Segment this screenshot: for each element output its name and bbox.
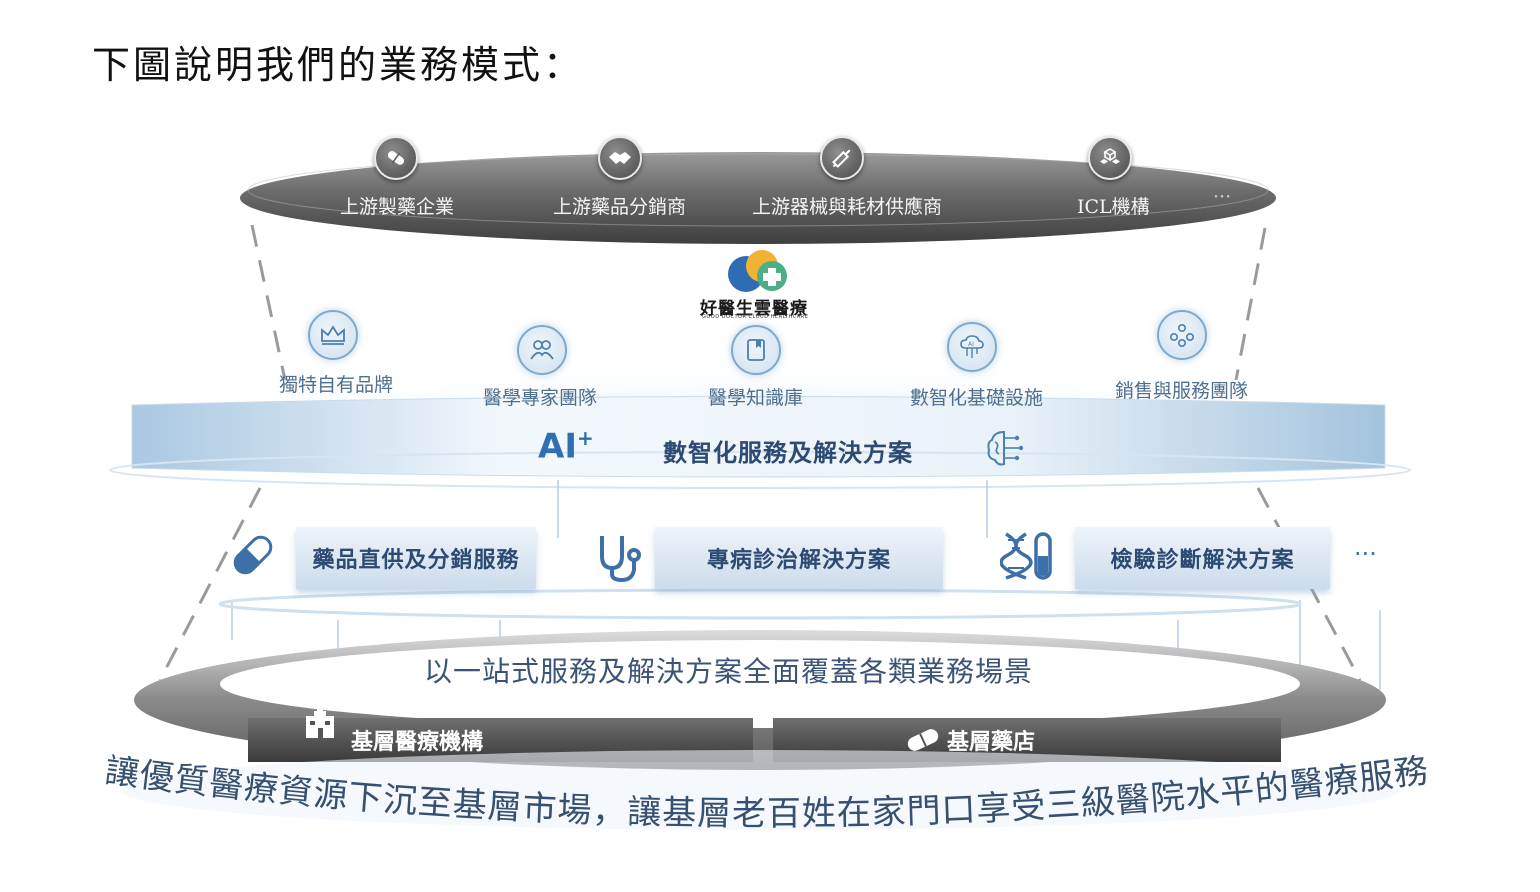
service-box: 專病診治解決方案 xyxy=(655,527,943,589)
scene-text: 以一站式服務及解決方案全面覆蓋各類業務場景 xyxy=(424,655,1034,688)
capability-label: 數智化基礎設施 xyxy=(910,387,1044,409)
capsule-icon xyxy=(374,136,418,180)
syringe-icon xyxy=(820,136,864,180)
company-logo-name: 好醫生雲醫療 xyxy=(700,299,808,319)
upstream-item-label: 上游器械與耗材供應商 xyxy=(752,196,943,218)
svg-text:讓優質醫療資源下沉至基層市場，讓基層老百姓在家門口享受三級醫: 讓優質醫療資源下沉至基層市場，讓基層老百姓在家門口享受三級醫院水平的醫療服務 xyxy=(103,751,1431,834)
capability-label: 銷售與服務團隊 xyxy=(1115,380,1249,402)
book-icon xyxy=(731,325,781,375)
svg-text:AI: AI xyxy=(968,341,974,348)
company-logo-subtitle: GOOD DOCTOR CLOUD HEALTHCARE xyxy=(702,314,809,320)
pharmacies-label: 基層藥店 xyxy=(947,729,1036,755)
pill-white-icon xyxy=(905,726,941,758)
dna-test-tube-icon xyxy=(999,530,1058,586)
service-box: 檢驗診斷解決方案 xyxy=(1075,527,1330,589)
service-box: 藥品直供及分銷服務 xyxy=(296,527,536,589)
services-more: ··· xyxy=(1354,540,1377,568)
page-title: 下圖說明我們的業務模式： xyxy=(92,43,585,87)
ai-band-shape xyxy=(131,396,1386,478)
capability-label: 醫學知識庫 xyxy=(708,387,804,409)
crown-icon xyxy=(308,310,358,360)
ai-cloud-icon: AI xyxy=(947,322,997,372)
slogan: 讓優質醫療資源下沉至基層市場，讓基層老百姓在家門口享受三級醫院水平的醫療服務 xyxy=(103,751,1431,834)
ai-plus-mark: AI+ xyxy=(538,426,594,467)
brain-circuit-icon xyxy=(984,426,1028,474)
capability-label: 醫學專家團隊 xyxy=(483,387,598,409)
upstream-more: ··· xyxy=(1213,186,1232,208)
pill-icon xyxy=(230,530,276,584)
cubes-icon xyxy=(1088,136,1132,180)
capability-label: 獨特自有品牌 xyxy=(279,374,394,396)
ai-band-label: 數智化服務及解決方案 xyxy=(663,438,913,467)
upstream-item-label: 上游藥品分銷商 xyxy=(553,196,687,218)
hospital-icon xyxy=(302,706,338,746)
institutions-label: 基層醫療機構 xyxy=(351,729,484,755)
stethoscope-icon xyxy=(592,530,644,588)
people-network-icon xyxy=(1157,310,1207,360)
handshake-icon xyxy=(598,136,642,180)
upstream-item-label: 上游製藥企業 xyxy=(340,196,455,218)
team-icon xyxy=(517,325,567,375)
upstream-item-label: ICL機構 xyxy=(1077,196,1150,218)
slogan-text: 讓優質醫療資源下沉至基層市場，讓基層老百姓在家門口享受三級醫院水平的醫療服務 xyxy=(103,751,1430,834)
company-logo-mark xyxy=(726,248,790,298)
